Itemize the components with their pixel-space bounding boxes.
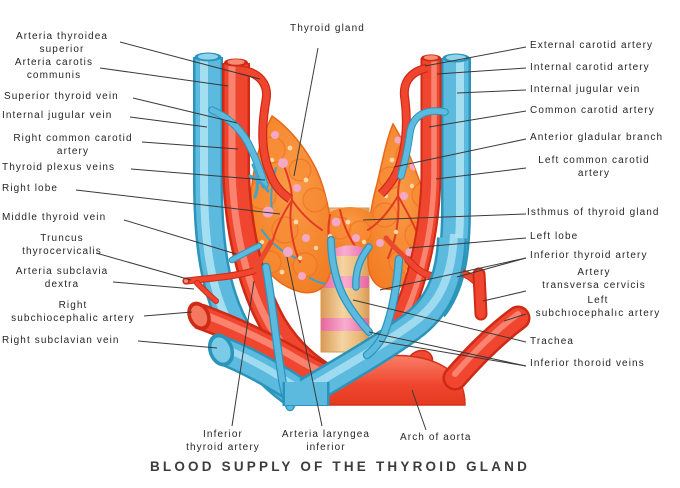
- label-anterior-gladular-branch: Anterior gladular branch: [530, 132, 664, 143]
- label-trachea: Trachea: [530, 336, 575, 347]
- superior-thyroid-artery-vessel: [377, 63, 429, 198]
- label-internal-jugular-vein-left: Internal jugular vein: [530, 84, 641, 95]
- label-arteria-subclavia-dextra: Arteria subclavia dextra: [15, 266, 109, 290]
- label-right-subclavian-vein: Right subclavian vein: [2, 335, 120, 346]
- label-external-carotid-artery: External carotid artery: [530, 40, 654, 51]
- label-artery-transversa-cervicis: Artery transversa cervicis: [542, 267, 646, 291]
- superior-thyroid-artery-vessel: [239, 65, 293, 203]
- label-inferior-thoroid-veins: Inferior thoroid veins: [530, 358, 645, 369]
- label-thyroid-plexus-veins: Thyroid plexus veins: [2, 162, 116, 173]
- label-right-lobe: Right lobe: [2, 183, 59, 194]
- label-inferior-thyroid-artery-bottom: Inferior thyroid artery: [186, 429, 260, 453]
- label-middle-thyroid-vein: Middle thyroid vein: [2, 212, 107, 223]
- vein-cut-end: [207, 333, 235, 367]
- label-truncus-thyrocervicalis: Truncus thyrocervicalis: [22, 233, 102, 257]
- label-inferior-thyroid-artery-right: Inferior thyroid artery: [530, 250, 648, 261]
- diagram-title: BLOOD SUPPLY OF THE THYROID GLAND: [149, 459, 531, 474]
- label-superior-thyroid-vein: Superior thyroid vein: [4, 91, 119, 102]
- artery-transversa-cervicis-vessel: [472, 267, 488, 321]
- label-isthmus-of-thyroid-gland: Isthmus of thyroid gland: [527, 207, 660, 218]
- left-brachiocephalic-vein-vessel: [299, 233, 467, 405]
- label-left-common-carotid-artery: Left common carotid artery: [538, 155, 650, 179]
- label-right-common-carotid-artery: Right common carotid artery: [13, 133, 133, 157]
- leader-lines: [75, 41, 527, 431]
- right-inferior-thyroid-artery-vessel: [252, 239, 274, 273]
- inferior-thyroid-veins-vessels: [327, 235, 411, 360]
- superior-thyroid-vein-vessels: [208, 106, 449, 264]
- left-subchiocephalic-artery-vessel: [442, 267, 531, 391]
- truncus-thyrocervicalis-vessel: [182, 239, 274, 304]
- label-internal-jugular-vein: Internal jugular vein: [2, 110, 113, 121]
- label-common-carotid-artery: Common carotid artery: [530, 105, 655, 116]
- label-internal-carotid-artery: Internal carotid artery: [530, 62, 650, 73]
- artery-cut-end: [187, 301, 211, 331]
- label-arch-of-aorta: Arch of aorta: [400, 432, 472, 443]
- label-thyroid-gland: Thyroid gland: [290, 23, 365, 34]
- label-left-lobe: Left lobe: [530, 231, 579, 242]
- label-arteria-laryngea-inferior: Arteria laryngea inferior: [281, 429, 371, 453]
- label-arteria-carotis-communis: Arteria carotis communis: [14, 57, 94, 81]
- label-right-subchiocephalic-artery: Right subchiocephalic artery: [11, 300, 135, 324]
- label-arteria-thyroidea-superior: Arteria thyroidea superior: [15, 31, 109, 55]
- label-left-subchiocephalic-artery: Left subchıocephalıc artery: [535, 295, 661, 319]
